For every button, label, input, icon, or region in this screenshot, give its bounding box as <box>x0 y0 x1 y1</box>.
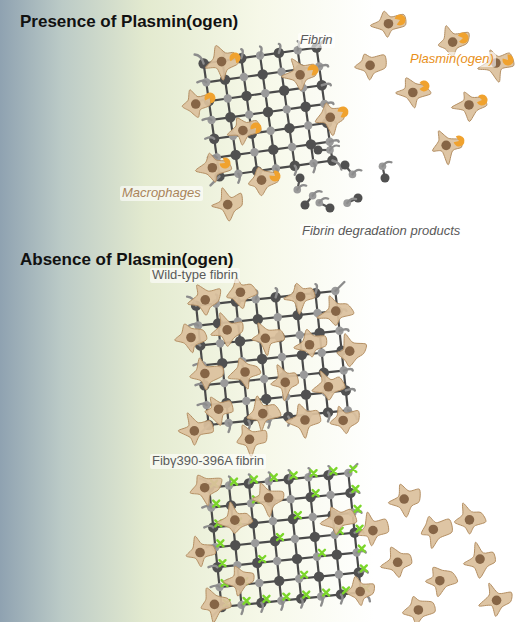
section-heading: Absence of Plasmin(ogen) <box>20 250 233 270</box>
degradation-products <box>293 146 391 213</box>
fibrin-label: Fibrin <box>298 33 335 48</box>
macrophage-label: Macrophages <box>120 186 203 201</box>
section-heading: Presence of Plasmin(ogen) <box>20 12 238 32</box>
condition-label: Wild-type fibrin <box>150 268 240 283</box>
fibrin-lattices <box>187 39 370 616</box>
macrophages <box>175 11 514 622</box>
degradation-label: Fibrin degradation products <box>300 224 462 239</box>
plasminogen <box>203 13 516 184</box>
condition-label: Fibγ390-396A fibrin <box>150 454 266 469</box>
plasminogen-label: Plasmin(ogen) <box>408 52 496 67</box>
